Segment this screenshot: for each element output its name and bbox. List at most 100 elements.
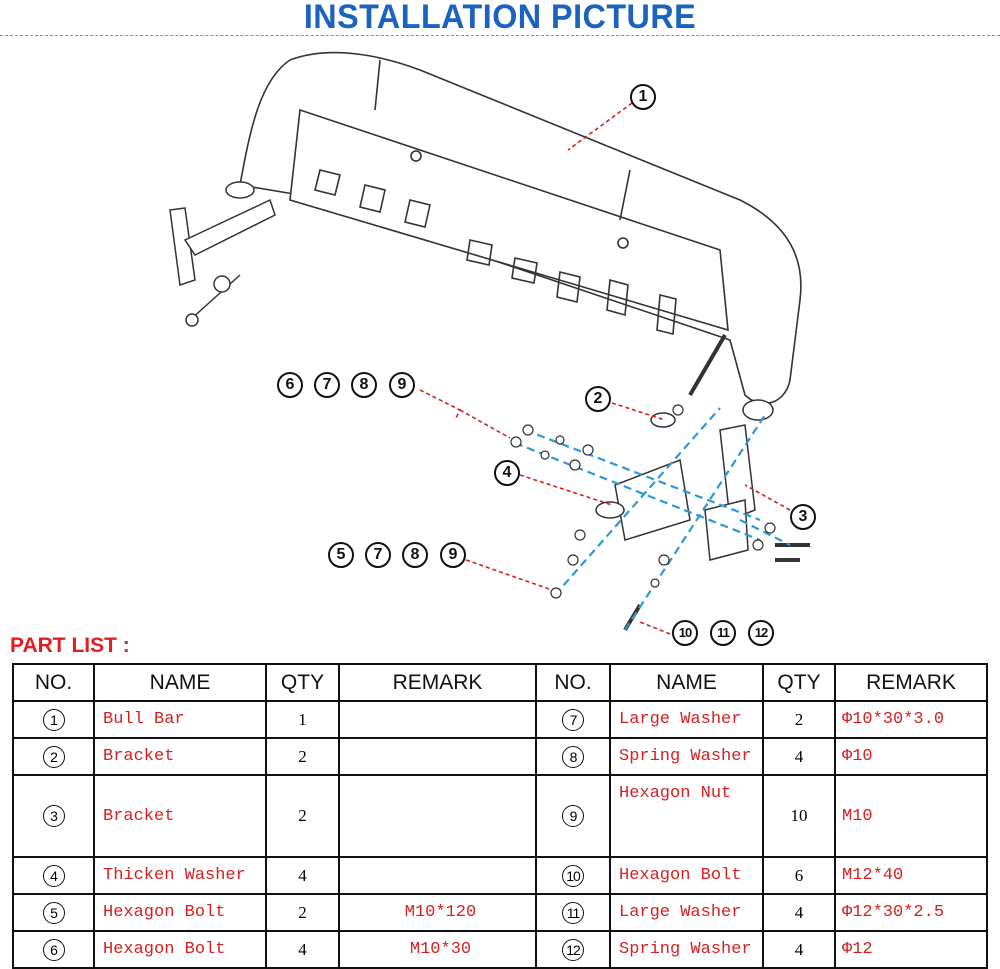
left-mount-bracket xyxy=(169,181,276,327)
header-name: NAME xyxy=(609,663,764,702)
leader-lines xyxy=(419,102,791,635)
part-number: 9 xyxy=(562,805,584,827)
right-brackets xyxy=(595,333,810,632)
part-number: 1 xyxy=(42,708,65,731)
part-qty: 4 xyxy=(265,930,340,969)
header-no: NO. xyxy=(535,663,611,702)
part-remark: M12*40 xyxy=(834,856,988,895)
part-name: Large Washer xyxy=(609,700,764,739)
callout-11: 11 xyxy=(710,620,736,646)
part-remark: M10*30 xyxy=(338,930,537,969)
part-list-table: NO. NAME QTY REMARK NO. NAME QTY REMARK … xyxy=(12,663,988,969)
part-name: Bracket xyxy=(93,774,267,858)
part-number-cell: 3 xyxy=(12,774,95,858)
part-number-cell: 1 xyxy=(12,700,95,739)
part-number-cell: 7 xyxy=(535,700,611,739)
part-name: Hexagon Bolt xyxy=(93,893,267,932)
part-number-cell: 2 xyxy=(12,737,95,776)
part-qty: 2 xyxy=(265,893,340,932)
header-remark: REMARK xyxy=(338,663,537,702)
part-number: 7 xyxy=(562,708,584,731)
part-qty: 10 xyxy=(762,774,836,858)
callout-12: 12 xyxy=(748,620,774,646)
callout-4: 4 xyxy=(494,460,520,486)
part-number-cell: 11 xyxy=(535,893,611,932)
part-qty: 2 xyxy=(265,737,340,776)
part-remark: M10*120 xyxy=(338,893,537,932)
part-remark: Φ10 xyxy=(834,737,988,776)
part-number: 3 xyxy=(42,805,65,827)
small-washers xyxy=(510,404,776,599)
part-number-cell: 5 xyxy=(12,893,95,932)
callout-5: 5 xyxy=(328,542,354,568)
header-qty: QTY xyxy=(265,663,340,702)
part-remark: M10 xyxy=(834,774,988,858)
part-name: Thicken Washer xyxy=(93,856,267,895)
part-name: Spring Washer xyxy=(609,737,764,776)
callout-10: 10 xyxy=(672,620,698,646)
header-name: NAME xyxy=(93,663,267,702)
assembly-lines xyxy=(514,407,791,631)
header-no: NO. xyxy=(12,663,95,702)
callout-2: 2 xyxy=(585,386,611,412)
part-qty: 4 xyxy=(265,856,340,895)
part-qty: 4 xyxy=(762,893,836,932)
part-remark: Φ12 xyxy=(834,930,988,969)
callout-7: 7 xyxy=(314,372,340,398)
part-qty: 4 xyxy=(762,737,836,776)
part-number: 2 xyxy=(42,745,65,768)
callout-1: 1 xyxy=(630,84,656,110)
part-number: 12 xyxy=(562,938,584,961)
callout-8: 8 xyxy=(351,372,377,398)
callout-7: 7 xyxy=(365,542,391,568)
part-number: 4 xyxy=(42,864,65,887)
callout-6: 6 xyxy=(277,372,303,398)
part-remark xyxy=(338,774,537,858)
part-name: Hexagon Bolt xyxy=(609,856,764,895)
part-number: 6 xyxy=(42,938,65,961)
page-title: INSTALLATION PICTURE xyxy=(303,0,697,36)
header-remark: REMARK xyxy=(834,663,988,702)
part-list-label: PART LIST : xyxy=(10,634,130,657)
part-name: Large Washer xyxy=(609,893,764,932)
part-remark: Φ10*30*3.0 xyxy=(834,700,988,739)
part-name: Bull Bar xyxy=(93,700,267,739)
part-number-cell: 8 xyxy=(535,737,611,776)
part-qty: 2 xyxy=(265,774,340,858)
bull-bar xyxy=(239,51,802,405)
callout-9: 9 xyxy=(440,542,466,568)
part-remark xyxy=(338,700,537,739)
callout-8: 8 xyxy=(402,542,428,568)
part-remark: Φ12*30*2.5 xyxy=(834,893,988,932)
part-remark xyxy=(338,856,537,895)
callout-9: 9 xyxy=(389,372,415,398)
part-number: 10 xyxy=(562,864,584,887)
callout-3: 3 xyxy=(790,504,816,530)
part-name: Bracket xyxy=(93,737,267,776)
part-number-cell: 4 xyxy=(12,856,95,895)
part-name: Hexagon Bolt xyxy=(93,930,267,969)
part-number-cell: 9 xyxy=(535,774,611,858)
header-qty: QTY xyxy=(762,663,836,702)
part-name: Spring Washer xyxy=(609,930,764,969)
part-number-cell: 6 xyxy=(12,930,95,969)
title-divider xyxy=(0,35,1000,36)
part-remark xyxy=(338,737,537,776)
part-name: Hexagon Nut xyxy=(609,774,764,858)
part-number: 8 xyxy=(562,745,584,768)
part-qty: 6 xyxy=(762,856,836,895)
part-qty: 2 xyxy=(762,700,836,739)
installation-diagram xyxy=(169,51,810,635)
part-number-cell: 12 xyxy=(535,930,611,969)
part-qty: 1 xyxy=(265,700,340,739)
table-header-row: NO. NAME QTY REMARK NO. NAME QTY REMARK xyxy=(12,663,988,702)
part-number: 11 xyxy=(562,901,584,924)
part-number-cell: 10 xyxy=(535,856,611,895)
part-number: 5 xyxy=(42,901,65,924)
